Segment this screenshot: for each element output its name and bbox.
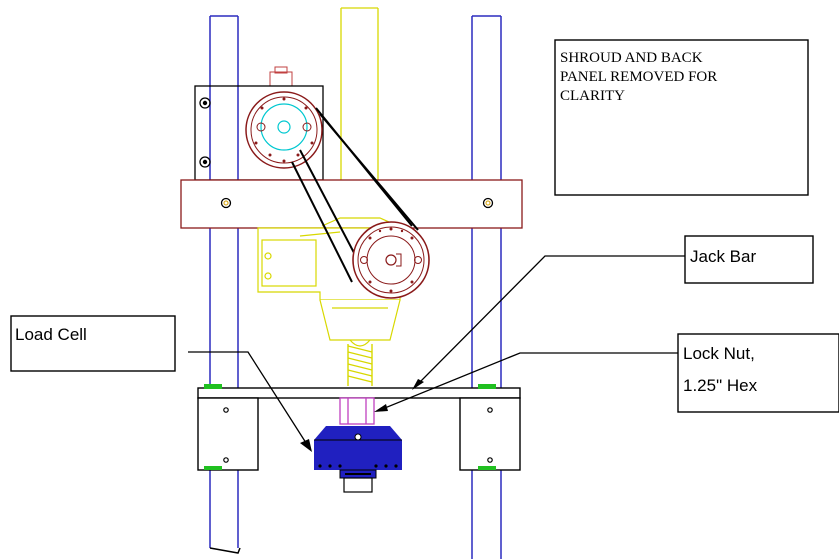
drive-belt [291,107,419,283]
jack-pulley [352,221,430,299]
motor-pulley [245,91,323,169]
jack-bar [197,387,521,399]
cable-connector [343,477,373,493]
screw-icon [199,156,211,168]
lock-nut-callout: Lock Nut, 1.25" Hex [374,333,839,413]
clarity-note: SHROUD AND BACK PANEL REMOVED FOR CLARIT… [554,39,809,196]
lead-screw [347,344,373,386]
jack-bar-label: Jack Bar [690,247,756,266]
top-connector [269,66,293,87]
left-guide-rail [209,15,241,554]
note-line-2: PANEL REMOVED FOR [560,69,717,85]
left-bushing [197,384,259,471]
right-guide-rail [471,15,502,559]
right-bushing [459,384,521,471]
load-cell [314,426,402,493]
note-line-3: CLARITY [560,88,625,104]
arrowhead-icon [300,439,312,452]
arrowhead-icon [412,379,424,390]
screw-icon [199,97,211,109]
hub-ring [260,103,308,151]
note-line-1: SHROUD AND BACK [560,50,703,66]
load-cell-label: Load Cell [15,325,87,344]
load-cell-callout: Load Cell [10,315,312,452]
jack-bar-callout: Jack Bar [412,235,814,390]
arrowhead-icon [374,404,388,412]
lock-nut-label-line1: Lock Nut, [683,344,755,363]
lock-nut [339,397,375,425]
lock-nut-label-line2: 1.25" Hex [683,376,758,395]
